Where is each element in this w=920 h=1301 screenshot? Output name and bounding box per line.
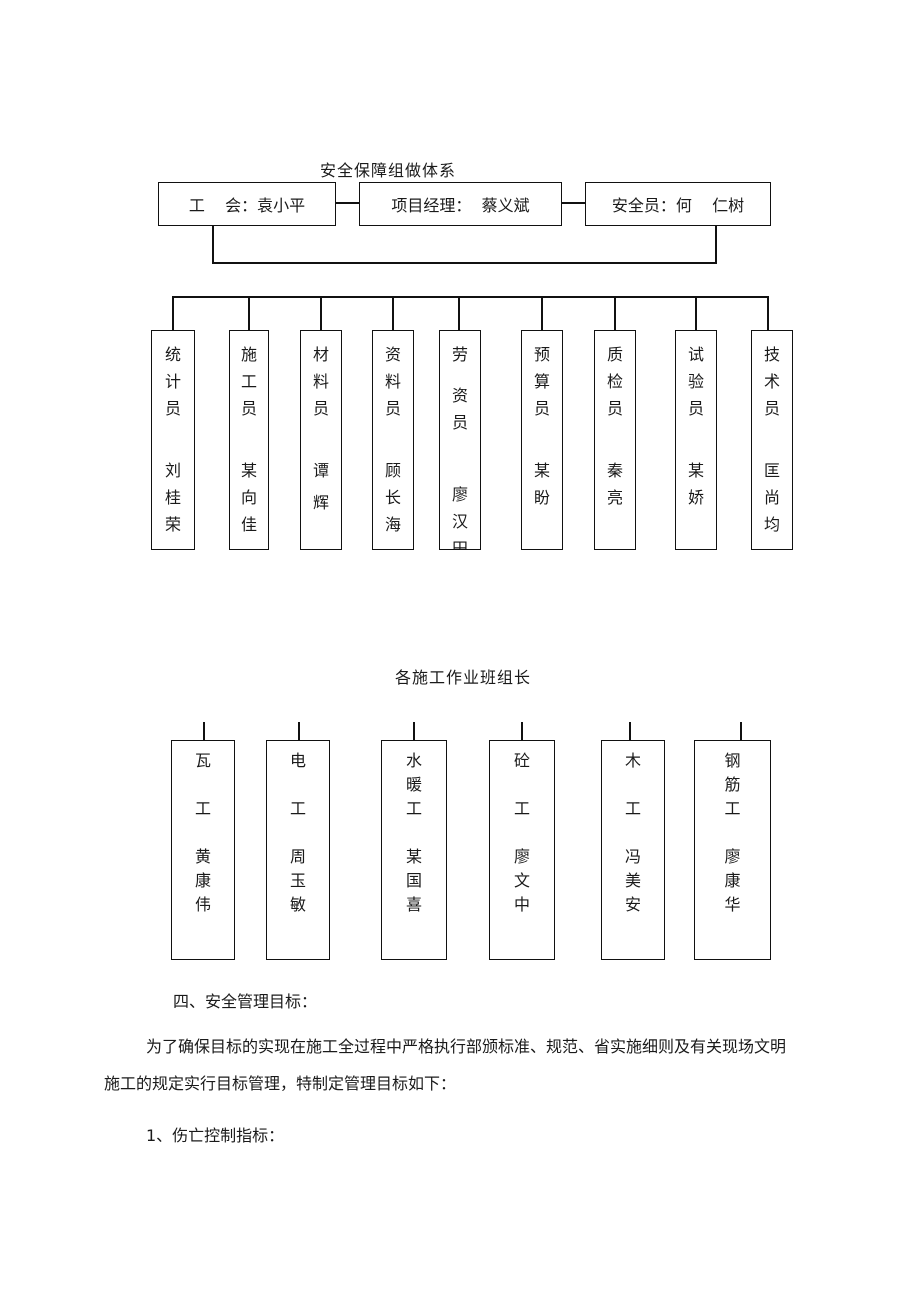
staff-box-construction: 施工员 某向佳	[229, 330, 269, 550]
connector	[695, 296, 697, 330]
connector	[248, 296, 250, 330]
staff-box-quality: 质检员 秦亮	[594, 330, 636, 550]
crew-box-concrete: 砼工廖文中	[489, 740, 555, 960]
paragraph-line-1: 为了确保目标的实现在施工全过程中严格执行部颁标准、规范、省实施细则及有关现场文明	[146, 1037, 787, 1056]
connector	[413, 722, 415, 740]
connector	[212, 262, 717, 264]
connector	[172, 296, 174, 330]
connector	[172, 296, 768, 298]
staff-box-materials: 材料员 谭辉	[300, 330, 342, 550]
staff-box-statistician: 统计员 刘桂荣	[151, 330, 195, 550]
connector	[629, 722, 631, 740]
connector	[740, 722, 742, 740]
connector	[336, 202, 359, 204]
connector	[614, 296, 616, 330]
union-box: 工 会：袁小平	[158, 182, 336, 226]
paragraph-line-2: 施工的规定实行目标管理，特制定管理目标如下：	[104, 1074, 457, 1093]
connector	[212, 226, 214, 264]
crew-box-plumbing: 水暖工某国喜	[381, 740, 447, 960]
section-heading: 四、安全管理目标：	[173, 992, 318, 1011]
crew-box-electrical: 电工周玉敏	[266, 740, 330, 960]
crew-box-rebar: 钢筋工廖康华	[694, 740, 771, 960]
connector	[562, 202, 585, 204]
connector	[541, 296, 543, 330]
connector	[521, 722, 523, 740]
crew-chart-title: 各施工作业班组长	[395, 668, 532, 687]
project-manager-box: 项目经理： 蔡义斌	[359, 182, 562, 226]
staff-box-testing: 试验员 某娇	[675, 330, 717, 550]
subsection-heading: 1、伤亡控制指标：	[146, 1126, 285, 1145]
staff-box-labor: 劳资员 廖汉田	[439, 330, 481, 550]
crew-box-tile: 瓦工黄康伟	[171, 740, 235, 960]
staff-box-documents: 资料员 顾长海	[372, 330, 414, 550]
connector	[715, 226, 717, 264]
connector	[320, 296, 322, 330]
connector	[298, 722, 300, 740]
connector	[203, 722, 205, 740]
connector	[767, 296, 769, 330]
staff-box-technical: 技术员 匡尚均	[751, 330, 793, 550]
safety-officer-box: 安全员：何 仁树	[585, 182, 771, 226]
crew-box-carpentry: 木工冯美安	[601, 740, 665, 960]
org-chart-title: 安全保障组做体系	[320, 161, 457, 180]
connector	[458, 296, 460, 330]
staff-box-budget: 预算员 某盼	[521, 330, 563, 550]
connector	[392, 296, 394, 330]
